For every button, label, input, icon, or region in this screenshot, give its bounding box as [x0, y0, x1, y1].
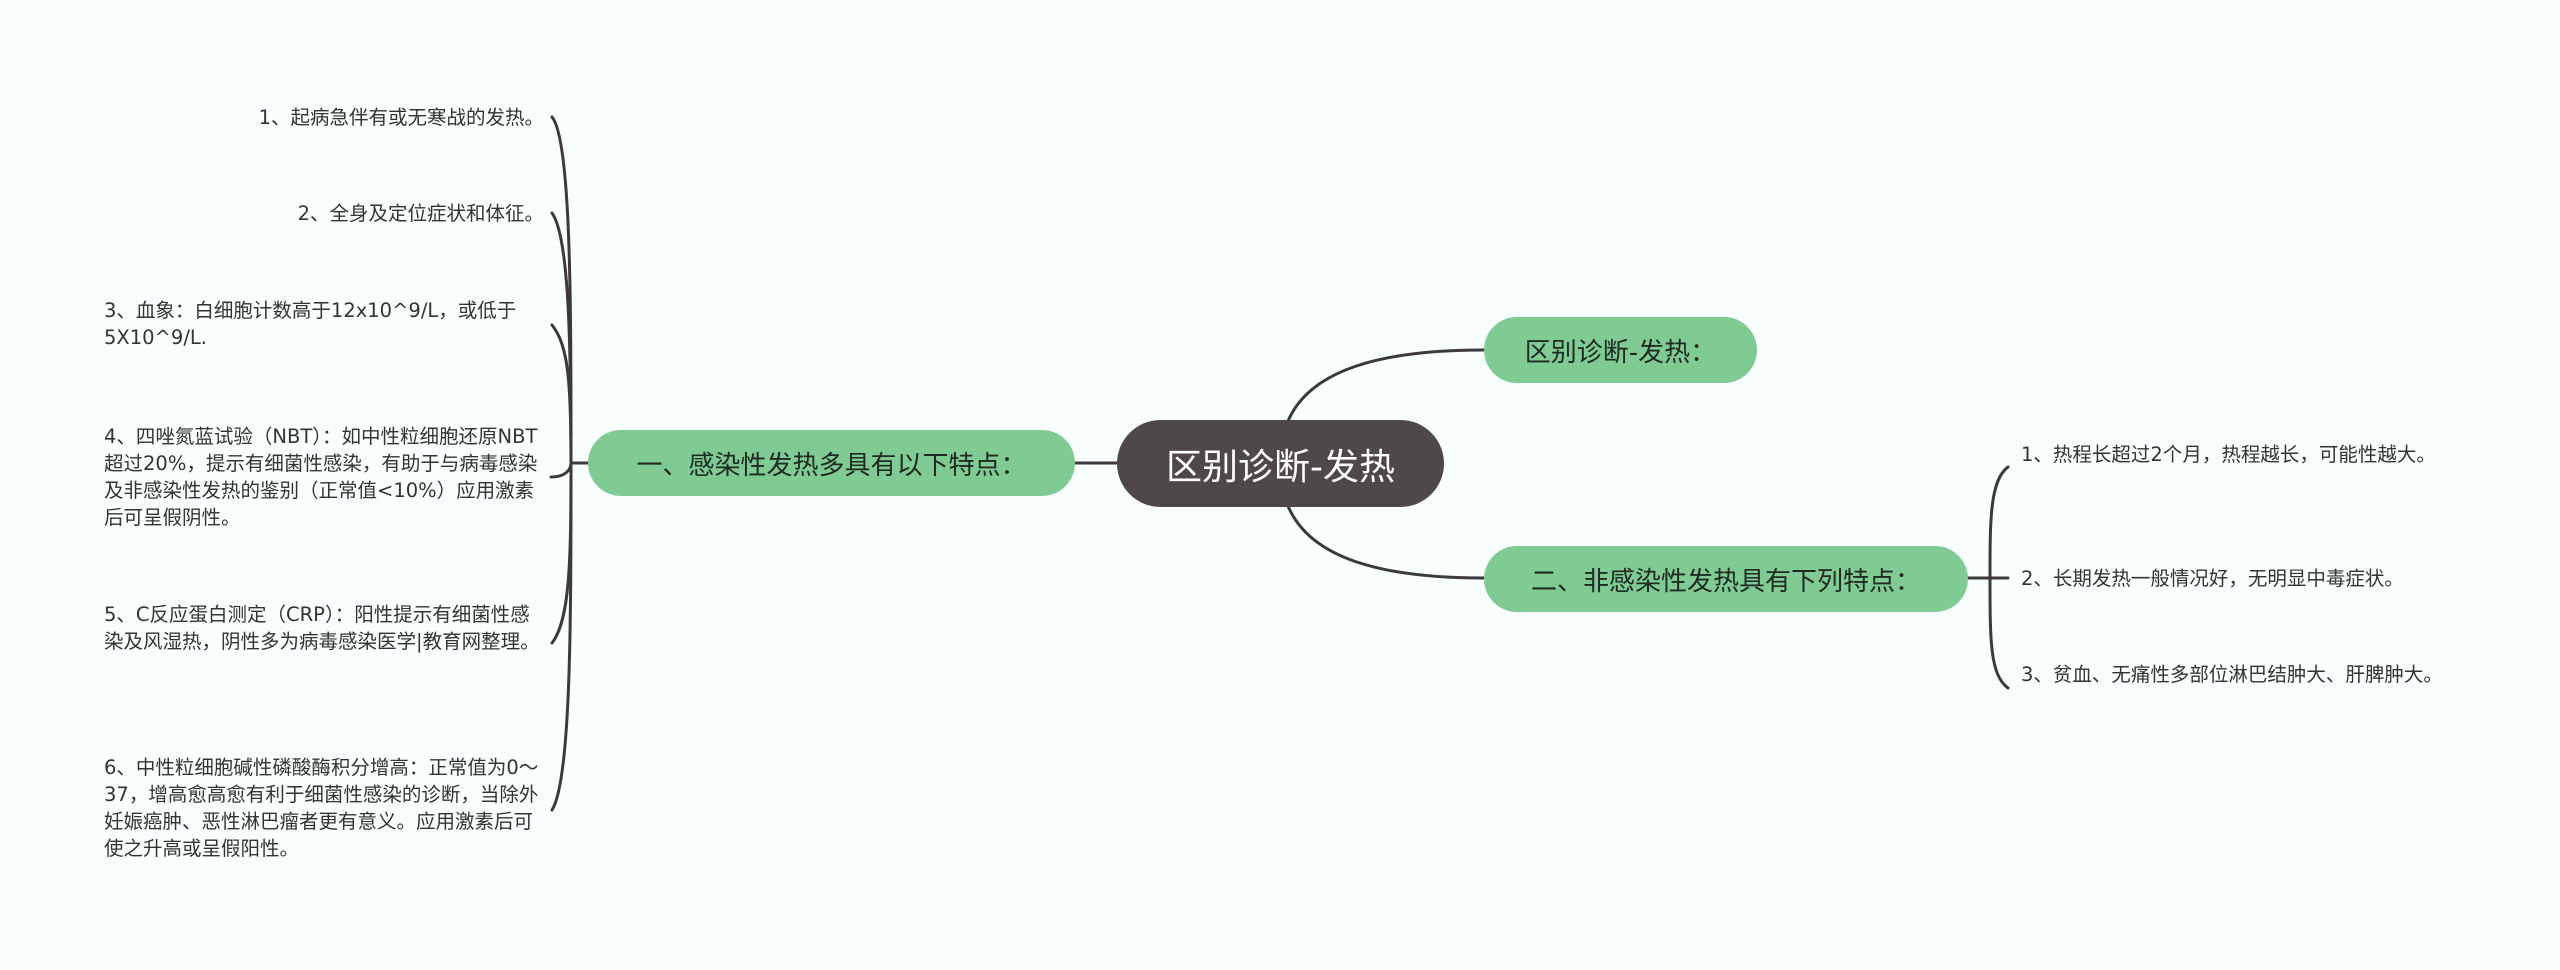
- branch-node-non-infectious-fever[interactable]: 二、非感染性发热具有下列特点：: [1484, 546, 1968, 612]
- branch-node-differential-diagnosis[interactable]: 区别诊断-发热：: [1484, 317, 1757, 383]
- leaf-right-item-2[interactable]: 2、长期发热一般情况好，无明显中毒症状。: [2021, 567, 2404, 590]
- bracket-left-item-6: [550, 461, 573, 812]
- branch-node-infectious-fever[interactable]: 一、感染性发热多具有以下特点：: [588, 430, 1075, 496]
- root-node[interactable]: 区别诊断-发热: [1117, 420, 1444, 507]
- bracket-left-item-3: [550, 323, 573, 465]
- leaf-left-item-6[interactable]: 6、中性粒细胞碱性磷酸酶积分增高：正常值为0～37，增高愈高愈有利于细菌性感染的…: [104, 756, 539, 860]
- bracket-right-item-3: [1988, 576, 2010, 690]
- bracket-right-item-1: [1988, 465, 2010, 580]
- bracket-left-item-4: [549, 461, 573, 479]
- leaf-right-item-1[interactable]: 1、热程长超过2个月，热程越长，可能性越大。: [2021, 443, 2436, 466]
- branch-label: 区别诊断-发热：: [1524, 337, 1717, 368]
- branch-label: 二、非感染性发热具有下列特点：: [1530, 566, 1921, 597]
- leaf-left-item-4[interactable]: 4、四唑氮蓝试验（NBT）：如中性粒细胞还原NBT超过20%，提示有细菌性感染，…: [104, 425, 538, 529]
- leaf-left-item-5[interactable]: 5、C反应蛋白测定（CRP）：阳性提示有细菌性感染及风湿热，阴性多为病毒感染医学…: [104, 603, 540, 653]
- leaf-left-item-2[interactable]: 2、全身及定位症状和体征。: [297, 202, 544, 225]
- branch-label: 一、感染性发热多具有以下特点：: [636, 450, 1027, 481]
- connector-root-bottom-right: [1286, 504, 1486, 580]
- leaf-left-item-1[interactable]: 1、起病急伴有或无寒战的发热。: [258, 106, 544, 129]
- connector-root-top-right: [1286, 348, 1486, 423]
- leaf-left-item-3[interactable]: 3、血象：白细胞计数高于12x10^9/L，或低于5X10^9/L.: [104, 299, 517, 349]
- bracket-left-item-5: [550, 461, 573, 645]
- leaf-right-item-3[interactable]: 3、贫血、无痛性多部位淋巴结肿大、肝脾肿大。: [2021, 663, 2443, 686]
- root-node-label: 区别诊断-发热: [1166, 446, 1395, 488]
